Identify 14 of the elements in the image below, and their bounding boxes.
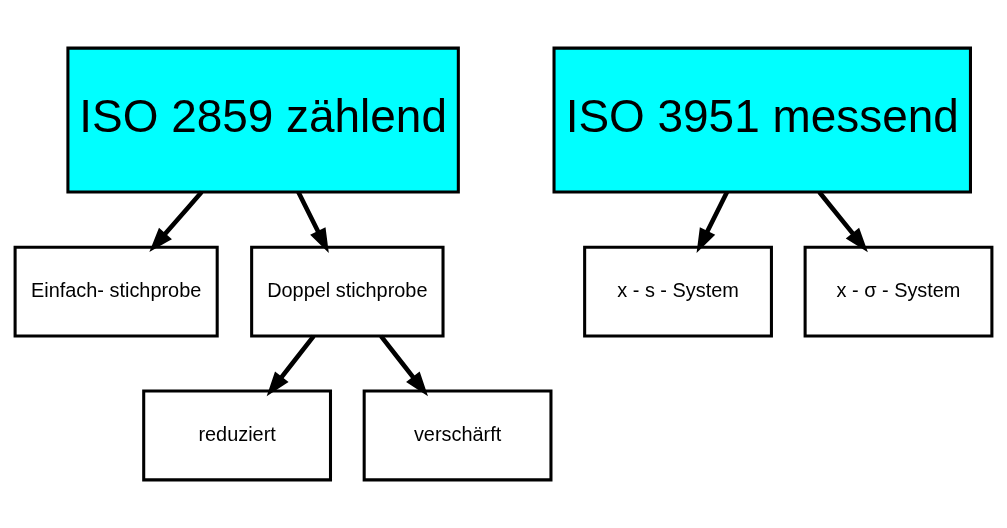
node-box: reduziert <box>142 389 332 482</box>
node-box: verschärft <box>362 389 553 482</box>
node-box: Einfach- stichprobe <box>13 245 219 338</box>
arrow <box>817 190 868 253</box>
arrow <box>266 334 316 397</box>
node-box: x - σ - System <box>803 245 994 338</box>
arrow <box>379 334 428 397</box>
arrow <box>296 191 329 253</box>
node-box: x - s - System <box>583 245 773 338</box>
node-box: ISO 3951 messend <box>552 46 972 194</box>
node-box: Doppel stichprobe <box>250 245 445 338</box>
arrow <box>696 191 730 253</box>
node-box: ISO 2859 zählend <box>66 46 460 194</box>
arrow <box>149 190 204 252</box>
